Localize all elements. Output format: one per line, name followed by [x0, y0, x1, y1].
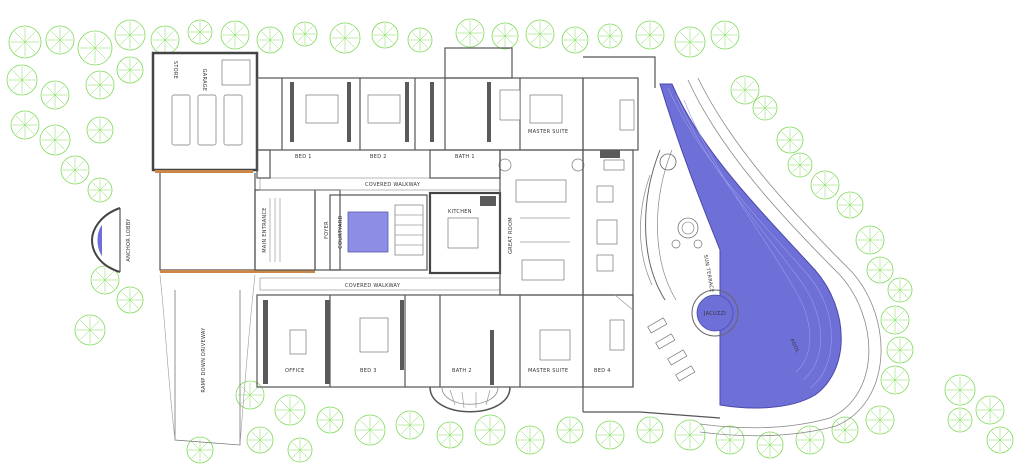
tree-canopy — [944, 374, 976, 406]
garage-label: GARAGE — [201, 69, 207, 92]
tree-canopy — [116, 286, 144, 314]
tree-canopy — [274, 394, 306, 426]
tree-canopy — [865, 405, 895, 435]
tree-canopy — [114, 19, 146, 51]
tree-canopy — [866, 256, 894, 284]
main-entrance-label: MAIN ENTRANCE — [262, 207, 268, 252]
tree-canopy — [246, 426, 274, 454]
tree-canopy — [880, 365, 910, 395]
tree-canopy — [515, 425, 545, 455]
pool-water — [659, 83, 842, 409]
courtyard-label: COURTYARD — [338, 215, 344, 248]
bed-3-label: BED 3 — [360, 368, 377, 374]
master-suite-top-label: MASTER SUITE — [528, 129, 568, 135]
tree-canopy — [635, 20, 665, 50]
tree-canopy — [455, 18, 485, 48]
tree-canopy — [776, 126, 804, 154]
bed-1-label: BED 1 — [295, 154, 312, 160]
tree-canopy — [986, 426, 1014, 454]
ramp-down-driveway-label: RAMP DOWN DRIVEWAY — [201, 327, 207, 393]
tree-canopy — [39, 124, 71, 156]
bath-1-label: BATH 1 — [455, 154, 475, 160]
tree-canopy — [597, 23, 623, 49]
tree-canopy — [887, 277, 913, 303]
tree-canopy — [715, 425, 745, 455]
tree-canopy — [756, 431, 784, 459]
tree-canopy — [836, 191, 864, 219]
foyer-label: FOYER — [324, 221, 330, 239]
tree-canopy — [795, 425, 825, 455]
tree-canopy — [730, 75, 760, 105]
tree-canopy — [636, 416, 664, 444]
tree-canopy — [354, 414, 386, 446]
tree-canopy — [186, 436, 214, 464]
tree-canopy — [595, 420, 625, 450]
courtyard — [347, 211, 389, 253]
tree-canopy — [116, 56, 144, 84]
garage-door — [155, 170, 253, 173]
tree-canopy — [235, 380, 265, 410]
tree-canopy — [90, 265, 120, 295]
tree-canopy — [395, 410, 425, 440]
tree-canopy — [40, 80, 70, 110]
tree-canopy — [674, 419, 706, 451]
tree-canopy — [60, 155, 90, 185]
tree-canopy — [880, 305, 910, 335]
tree-canopy — [787, 152, 813, 178]
garage-store-label: STORE — [172, 61, 178, 79]
tree-canopy — [45, 25, 75, 55]
tree-canopy — [474, 414, 506, 446]
tree-canopy — [710, 20, 740, 50]
tree-canopy — [436, 421, 464, 449]
tree-canopy — [407, 27, 433, 53]
tree-canopy — [77, 30, 113, 66]
tree-canopy — [187, 19, 213, 45]
tree-canopy — [525, 19, 555, 49]
tree-canopy — [287, 437, 313, 463]
tree-canopy — [371, 21, 399, 49]
pool-area: JACUZZI POOL — [659, 77, 882, 437]
tree-canopy — [975, 395, 1005, 425]
great-room-label: GREAT ROOM — [508, 217, 514, 254]
tree-canopy — [85, 70, 115, 100]
tree-canopy — [810, 170, 840, 200]
anchor-lobby-label: ANCHOR LOBBY — [126, 218, 132, 262]
tree-canopy — [220, 20, 250, 50]
master-suite-bottom-label: MASTER SUITE — [528, 368, 568, 374]
tree-canopy — [556, 416, 584, 444]
tree-canopy — [831, 416, 859, 444]
landscape-trees — [6, 18, 1014, 464]
house: GARAGE STORE ANCHOR LOBBY MAIN ENTRANCE … — [90, 47, 721, 446]
tree-canopy — [886, 336, 914, 364]
covered-walkway-top-label: COVERED WALKWAY — [365, 182, 421, 188]
tree-canopy — [674, 26, 706, 58]
tree-canopy — [316, 406, 344, 434]
tree-canopy — [329, 22, 361, 54]
tree-canopy — [86, 116, 114, 144]
jacuzzi — [696, 294, 734, 332]
tree-canopy — [256, 26, 284, 54]
bath-2-label: BATH 2 — [452, 368, 472, 374]
bed-2-label: BED 2 — [370, 154, 387, 160]
tree-canopy — [947, 407, 973, 433]
tree-canopy — [87, 177, 113, 203]
covered-walkway-bottom-label: COVERED WALKWAY — [345, 283, 401, 289]
tree-canopy — [855, 225, 885, 255]
bed-4-label: BED 4 — [594, 368, 611, 374]
kitchen-label: KITCHEN — [448, 209, 472, 215]
tree-canopy — [561, 26, 589, 54]
tree-canopy — [74, 314, 106, 346]
tree-canopy — [292, 21, 318, 47]
tree-canopy — [10, 110, 40, 140]
tree-canopy — [6, 64, 38, 96]
tree-canopy — [8, 25, 42, 59]
jacuzzi-label: JACUZZI — [703, 311, 726, 317]
tree-canopy — [491, 22, 519, 50]
tree-canopy — [752, 95, 778, 121]
sun-terrace-label: SUN TERRACE — [702, 254, 715, 293]
office-label: OFFICE — [285, 368, 305, 374]
